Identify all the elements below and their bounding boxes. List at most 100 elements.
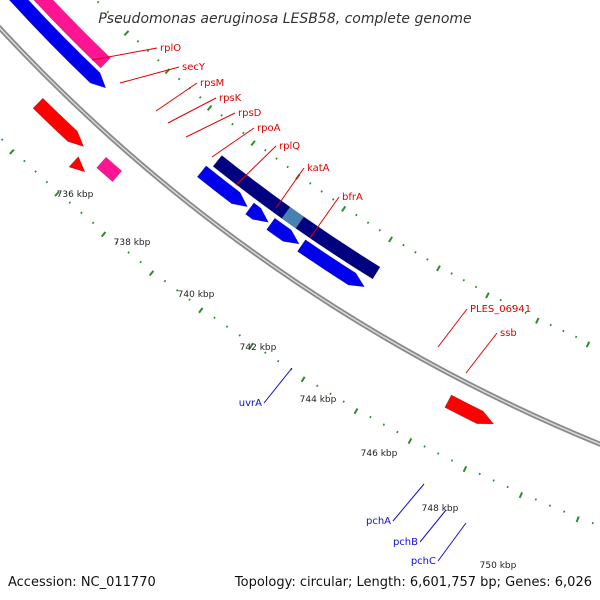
tick-layer xyxy=(0,0,594,525)
scale-label: 738 kbp xyxy=(114,238,151,248)
uvra-gene-block xyxy=(33,0,111,69)
scale-tick xyxy=(575,516,580,523)
gene-label-secy: secY xyxy=(182,62,206,73)
leader-line xyxy=(309,196,340,239)
scale-tick xyxy=(0,138,4,141)
scale-tick xyxy=(163,279,167,283)
scale-tick xyxy=(220,114,223,117)
blue-cds-1 xyxy=(9,0,107,89)
scale-tick xyxy=(45,180,49,184)
blue-cds-4 xyxy=(266,217,300,245)
leader-line xyxy=(235,145,277,186)
scale-tick xyxy=(369,415,372,419)
scale-tick xyxy=(123,30,130,36)
scale-tick xyxy=(524,311,527,315)
gene-label-rplq: rplQ xyxy=(279,141,300,152)
scale-tick xyxy=(485,292,490,299)
scale-tick xyxy=(264,148,267,152)
scale-tick xyxy=(382,423,386,426)
ples-06941-gene xyxy=(32,97,85,147)
leader-line xyxy=(437,308,468,348)
scale-tick xyxy=(499,298,502,302)
scale-tick xyxy=(388,236,393,243)
red-cds-11 xyxy=(68,156,86,173)
scale-tick xyxy=(414,251,417,254)
leader-line xyxy=(263,367,293,404)
scale-tick xyxy=(426,258,429,261)
scale-tick xyxy=(136,40,140,43)
scale-tick xyxy=(225,325,229,328)
scale-tick xyxy=(242,131,245,135)
scale-tick xyxy=(378,228,381,232)
gene-label-rpoa: rpoA xyxy=(257,123,281,134)
accession-text: Accession: NC_011770 xyxy=(8,575,156,590)
scale-tick xyxy=(231,122,234,126)
scale-tick xyxy=(34,170,37,173)
scale-tick xyxy=(100,231,107,238)
gene-label-pchc: pchC xyxy=(411,556,436,567)
leader-line xyxy=(437,522,467,562)
scale-tick xyxy=(54,190,60,197)
leader-line xyxy=(275,167,305,209)
scale-label: 740 kbp xyxy=(178,290,215,300)
scale-tick xyxy=(407,437,413,445)
scale-tick xyxy=(316,384,319,388)
scale-tick xyxy=(213,316,216,320)
scale-tick xyxy=(342,400,345,403)
blue-cds-5 xyxy=(297,239,365,288)
gene-label-ssb: ssb xyxy=(500,328,517,339)
scale-tick xyxy=(206,105,213,111)
gene-label-rpsd: rpsD xyxy=(238,108,262,119)
scale-tick xyxy=(80,211,83,215)
scale-tick xyxy=(574,335,578,339)
scale-tick xyxy=(353,408,359,415)
scale-tick xyxy=(309,182,312,185)
scale-tick xyxy=(188,298,191,301)
scale-tick xyxy=(146,49,150,53)
leader-line xyxy=(185,112,236,138)
leader-line xyxy=(392,483,425,522)
leader-line xyxy=(119,66,180,84)
scale-tick xyxy=(276,359,280,363)
scale-label: 744 kbp xyxy=(300,395,337,405)
scale-tick xyxy=(462,279,466,282)
scale-tick xyxy=(127,251,130,254)
scale-tick xyxy=(139,260,142,264)
scale-tick xyxy=(23,159,26,163)
gene-label-rpsk: rpsK xyxy=(219,93,242,104)
blue-cds-3 xyxy=(245,202,269,223)
scale-tick xyxy=(562,329,565,333)
scale-tick xyxy=(506,485,509,489)
scale-tick xyxy=(462,465,468,473)
red-cds-12 xyxy=(444,394,495,425)
scale-tick xyxy=(436,265,441,272)
gene-label-ples-06941: PLES_06941 xyxy=(470,304,531,315)
gene-label-rplo: rplO xyxy=(160,43,181,54)
ssb-gene-block xyxy=(96,156,123,183)
scale-tick xyxy=(175,289,179,292)
scale-tick xyxy=(275,157,278,160)
scale-tick xyxy=(450,272,453,275)
scale-tick xyxy=(286,165,289,169)
scale-tick xyxy=(96,0,100,4)
scale-tick xyxy=(341,205,347,212)
scale-tick xyxy=(402,243,405,247)
scale-tick xyxy=(116,20,120,24)
leader-line xyxy=(419,509,447,543)
scale-tick xyxy=(329,392,332,396)
map-title: Pseudomonas aeruginosa LESB58, complete … xyxy=(98,11,471,27)
scale-tick xyxy=(518,492,524,499)
scale-tick xyxy=(115,241,118,244)
scale-tick xyxy=(331,198,335,201)
track-layer xyxy=(0,24,600,447)
gene-label-rpsm: rpsM xyxy=(200,78,224,89)
scale-tick xyxy=(396,430,399,434)
leader-line xyxy=(91,47,158,61)
scale-tick xyxy=(492,479,495,482)
scale-tick xyxy=(423,445,426,448)
scale-tick xyxy=(91,221,95,225)
scale-tick xyxy=(563,510,566,513)
scale-tick xyxy=(198,307,204,314)
